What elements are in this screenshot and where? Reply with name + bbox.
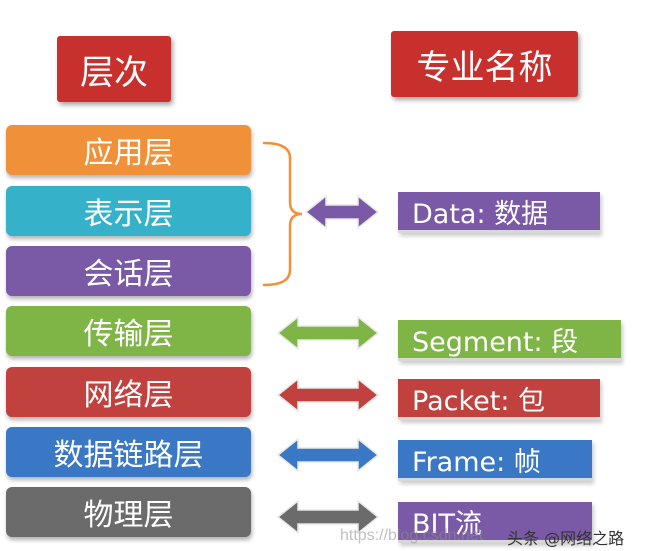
layer-transport-label: 传输层 [83,317,174,352]
name-bit-label: BIT流 [412,508,482,540]
layer-presentation-label: 表示层 [83,197,174,232]
name-packet: Packet: 包 [398,379,600,420]
layer-network-label: 网络层 [83,378,174,413]
layer-network: 网络层 [6,367,251,417]
layer-datalink-label: 数据链路层 [53,438,204,473]
name-header-label: 专业名称 [416,47,553,88]
name-segment: Segment: 段 [398,320,621,361]
layer-session: 会话层 [6,246,251,296]
layer-datalink: 数据链路层 [6,427,251,477]
arrow-bit [276,499,380,535]
layer-application: 应用层 [6,125,251,175]
name-bit: BIT流 [398,502,592,543]
arrow-packet [276,377,380,413]
arrow-data [304,194,380,230]
layer-transport: 传输层 [6,306,251,356]
layer-application-label: 应用层 [83,136,174,171]
arrow-frame [276,437,380,473]
name-frame-label: Frame: 帧 [412,446,541,478]
layer-physical: 物理层 [6,487,251,537]
bracket [262,141,303,287]
name-header: 专业名称 [391,31,578,97]
arrow-segment [276,315,380,351]
layer-presentation: 表示层 [6,186,251,236]
name-packet-label: Packet: 包 [412,385,546,417]
layer-session-label: 会话层 [83,257,174,292]
layer-header: 层次 [57,36,171,102]
name-segment-label: Segment: 段 [412,326,579,358]
credit-text: 头条 @网络之路 [507,529,625,548]
layer-header-label: 层次 [80,52,148,93]
layer-physical-label: 物理层 [83,498,174,533]
watermark: https://blog.csdn.net [340,527,484,544]
name-frame: Frame: 帧 [398,440,592,481]
name-data-label: Data: 数据 [412,198,549,230]
name-data: Data: 数据 [398,192,600,233]
